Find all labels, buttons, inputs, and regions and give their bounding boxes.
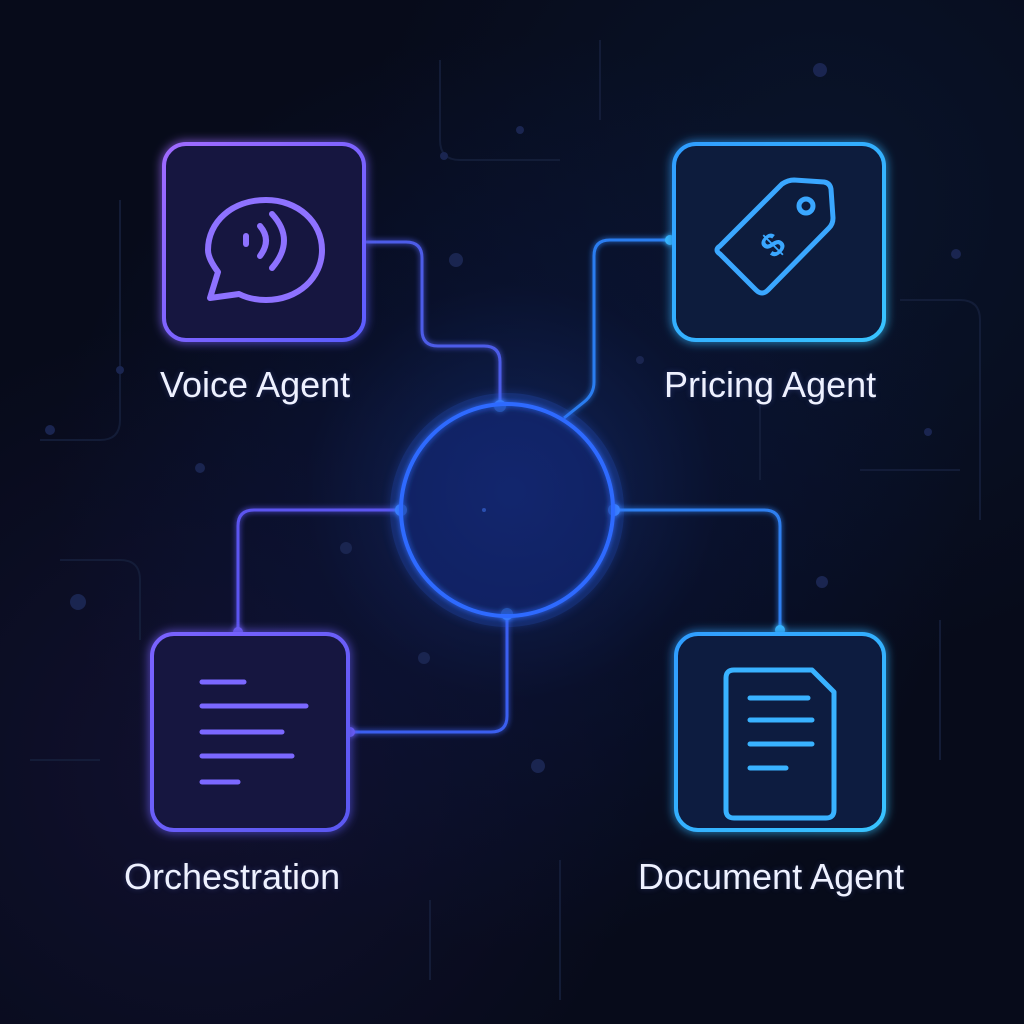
pricing-connector	[563, 238, 674, 420]
pricing-agent-label: Pricing Agent	[664, 364, 877, 405]
document-agent-label: Document Agent	[638, 856, 905, 897]
document-agent-node[interactable]	[674, 632, 886, 832]
orchestration-label: Orchestration	[124, 856, 341, 897]
document-icon	[723, 667, 837, 821]
speech-bubble-sound-icon	[205, 197, 325, 303]
background-circuitry	[30, 40, 981, 1000]
orchestration-bottom-connector	[350, 614, 509, 734]
voice-agent-label: Voice Agent	[160, 364, 351, 405]
document-connector	[614, 508, 782, 630]
text-lines-icon	[199, 679, 309, 785]
orchestration-node[interactable]	[150, 632, 350, 832]
hub-circle[interactable]	[390, 393, 624, 627]
orchestration-left-connector	[236, 508, 401, 630]
background-dots	[45, 63, 961, 773]
voice-agent-node[interactable]	[162, 142, 366, 342]
pricing-agent-node[interactable]: $	[672, 142, 886, 342]
voice-connector	[366, 240, 502, 406]
